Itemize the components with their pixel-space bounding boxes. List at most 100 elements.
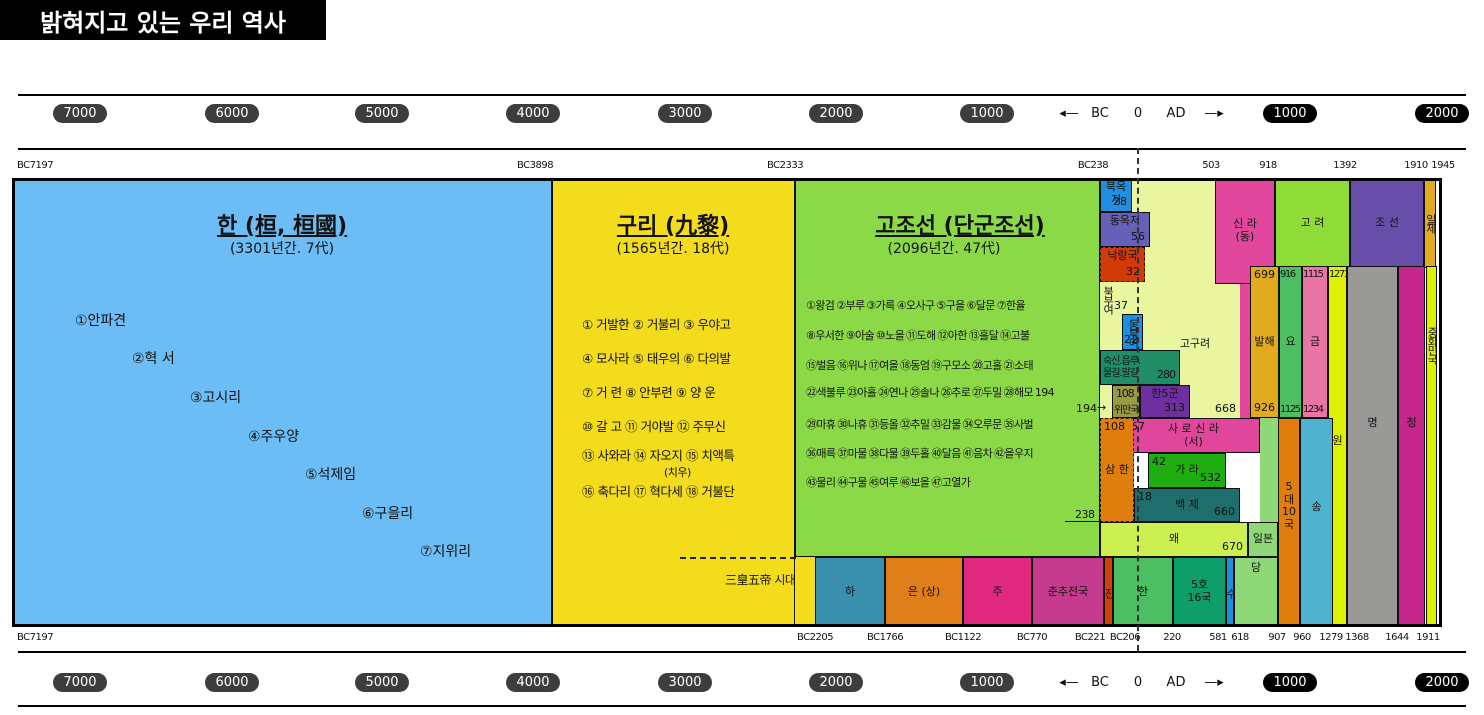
ilbon-label: 일본 [1252, 532, 1274, 546]
block-goguryeo: 고구려 668 [1150, 270, 1240, 418]
samhwang-label: 三皇五帝 시대 [725, 573, 796, 587]
samhan-start-line [1065, 521, 1101, 522]
block-odae: 5 대 10 국 [1278, 418, 1300, 627]
block-roc: 중화민국 [1426, 266, 1437, 627]
year-number: 670 [1222, 540, 1243, 554]
axis-tick-label: 7000 [53, 104, 107, 123]
axis-era-label: 0 [1133, 106, 1143, 121]
block-cheong: 청 [1398, 266, 1425, 627]
guri-era-block [795, 557, 815, 627]
ohu-label: 5호 16국 [1187, 578, 1212, 604]
axis-tick-label: 5000 [355, 673, 409, 692]
samhan-start-year: 238 [1075, 508, 1095, 521]
year-number: 42 [1152, 455, 1166, 468]
bottom-year-label: 618 [1231, 632, 1249, 643]
han-ruler: ⑦지위리 [420, 544, 472, 560]
block-samhan: 삼 한 108 [1100, 418, 1134, 522]
year-number: 32 [1126, 265, 1140, 279]
block-ju: 주 [963, 557, 1032, 627]
axis-tick-label: 5000 [355, 104, 409, 123]
yo-label: 요 [1285, 334, 1296, 348]
year-number: 37 [1114, 299, 1128, 312]
bc-ad-divider [1137, 148, 1139, 651]
joseon-label: 조 선 [1375, 215, 1399, 229]
block-ohu: 5호 16국 [1173, 557, 1226, 627]
han-title: 한 (桓, 桓國) [216, 214, 348, 239]
year-number: 699 [1254, 268, 1275, 281]
year-number: 668 [1215, 402, 1236, 416]
gojoseon-rulers-line: ⑧우서한 ⑨아술 ⑩노을 ⑪도해 ⑫아한 ⑬흘달 ⑭고불 [806, 329, 1030, 342]
wiman-start-year: 194 [1076, 402, 1097, 415]
bottom-year-label: 1644 [1385, 632, 1409, 643]
han-ruler: ①안파견 [75, 313, 127, 329]
arrow-right-icon: —▸ [1204, 675, 1224, 690]
ju-label: 주 [992, 584, 1003, 598]
gojoseon-rulers-line: ①왕검 ②부루 ③가륵 ④오사구 ⑤구을 ⑥달문 ⑦한율 [806, 299, 1026, 312]
gojoseon-title: 고조선 (단군조선) [875, 214, 1045, 239]
bottom-year-label: 907 [1268, 632, 1286, 643]
han-ruler: ③고시리 [190, 390, 242, 406]
axis-tick-label: 3000 [658, 104, 712, 123]
arrow-left-icon: ◂— [1059, 106, 1079, 121]
han5-label: 한5군 [1151, 387, 1179, 400]
top-year-label: BC3898 [516, 160, 554, 171]
axis-tick-label: 6000 [205, 673, 259, 692]
samhwang-divider [680, 557, 796, 559]
block-goryeo: 고 려 [1275, 178, 1350, 268]
gojoseon-rulers-line: ㉒색불루 ㉓아홀 ㉔연나 ㉕솔나 ㉖추로 ㉗두밀 ㉘해모 194 [806, 386, 1055, 399]
gojoseon-rulers-line: ⑮벌음 ⑯위나 ⑰여을 ⑱동엄 ⑲구모소 ⑳고홀 ㉑소태 [806, 359, 1034, 372]
bottom-year-label: BC1766 [866, 632, 904, 643]
guri-rulers-line: ⑩ 갈 고 ⑪ 거야발 ⑫ 주무신 [582, 419, 726, 434]
bottom-year-label: 1368 [1345, 632, 1369, 643]
bottom-year-label: BC221 [1074, 632, 1106, 643]
cheong-label: 청 [1406, 416, 1417, 429]
block-han-cn: 한 [1113, 557, 1173, 627]
axis-tick-label: 6000 [205, 104, 259, 123]
bottom-year-label: BC2205 [796, 632, 834, 643]
axis-tick-label: 1000 [1263, 104, 1317, 123]
arrow-right-icon: —▸ [1204, 106, 1224, 121]
gara-label: 가 라 [1175, 463, 1199, 477]
axis-era-label: BC [1091, 106, 1109, 121]
guri-subtitle: (1565년간. 18代) [616, 241, 730, 257]
axis-line [18, 94, 1466, 96]
roc-label: 중화민국 [1426, 327, 1437, 363]
axis-tick-label: 1000 [960, 104, 1014, 123]
silla-east-label: 신 라 (동) [1233, 217, 1257, 243]
year-number: 18 [1138, 490, 1152, 503]
bottom-year-label: 960 [1293, 632, 1311, 643]
axis-tick-label: 1000 [1263, 673, 1317, 692]
year-number: 532 [1200, 471, 1221, 485]
year-number: 660 [1214, 505, 1235, 519]
axis-era-label: AD [1166, 106, 1186, 121]
block-gara: 가 라 42 532 [1148, 453, 1226, 488]
han-ruler: ②혁 서 [132, 351, 175, 367]
block-ilje: 일제 [1424, 178, 1436, 268]
chunchu-label: 춘추전국 [1047, 584, 1089, 598]
bukbuyeo-label: 북부여 [1101, 286, 1115, 313]
gojoseon-rulers-line: ㊸물리 ㊹구물 ㊺여루 ㊻보을 ㊼고열가 [806, 476, 971, 489]
block-dang: 당 [1234, 557, 1278, 627]
top-year-label: BC2333 [766, 160, 804, 171]
year-number: 108 [1104, 420, 1125, 433]
nakrang-label: 낙랑국 [1107, 249, 1138, 262]
bottom-year-label: 1911 [1416, 632, 1440, 643]
axis-era-label: BC [1091, 675, 1109, 690]
jin-label: 진 [1104, 587, 1113, 597]
won-label: 원 [1332, 434, 1343, 447]
balhae-label: 발해 [1254, 334, 1275, 348]
goguryeo-label: 고구려 [1179, 336, 1211, 350]
dongbuyeo-label: 동부여 [1126, 318, 1140, 346]
guri-rulers-line: ⑬ 사와라 ⑭ 자오지 ⑮ 치액특 [582, 448, 735, 463]
goryeo-label: 고 려 [1300, 215, 1325, 229]
guri-rulers-line: ④ 모사라 ⑤ 태우의 ⑥ 다의발 [582, 351, 731, 366]
year-number: 1125 [1280, 403, 1301, 415]
axis-era-label: AD [1166, 675, 1186, 690]
samhan-label: 삼 한 [1105, 462, 1129, 476]
